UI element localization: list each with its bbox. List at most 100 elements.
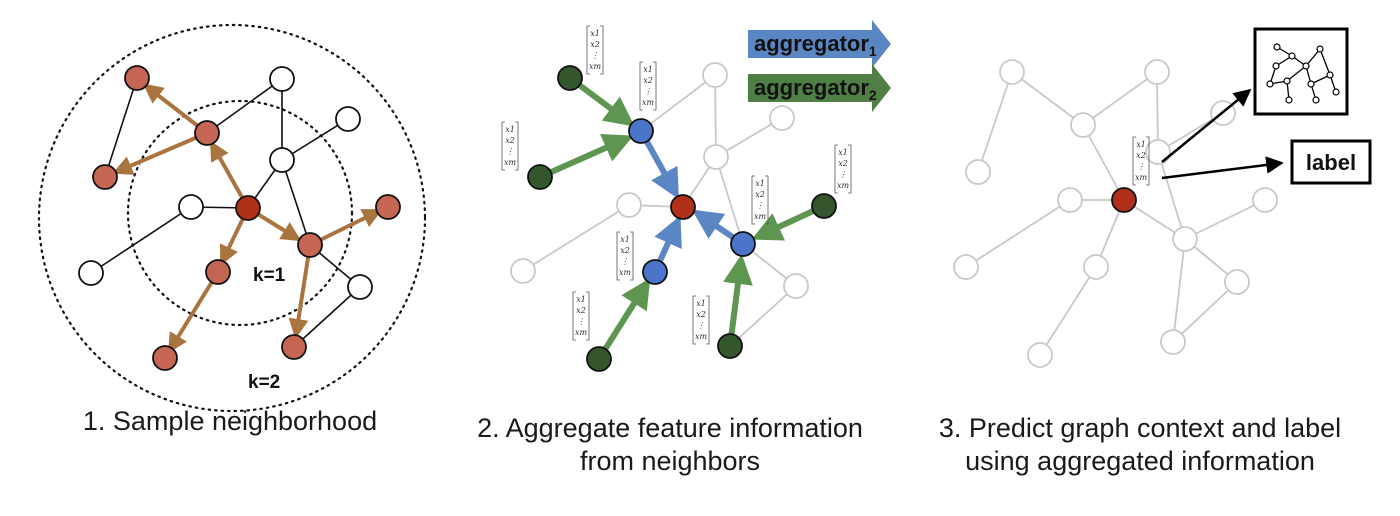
caption-line: 1. Sample neighborhood [82, 406, 378, 436]
target-node [670, 194, 696, 220]
vector-entry: ⋮ [577, 317, 585, 326]
output-label: label [1306, 150, 1356, 175]
sampled-node [375, 194, 401, 220]
caption-line: 3. Predict graph context and label [938, 413, 1342, 443]
vector-entry: x1 [590, 29, 600, 38]
caption-step-2: 2. Aggregate feature information from ne… [445, 412, 895, 478]
vector-entry: x2 [590, 40, 600, 49]
k2-boundary [37, 23, 427, 413]
vector-bracket [1132, 136, 1150, 186]
faded-node [769, 105, 795, 131]
vector-entry: x2 [1136, 151, 1146, 160]
vector-entry: ⋮ [506, 147, 514, 156]
aggregator-1-legend: aggregator1 [748, 20, 891, 68]
caption-line: using aggregated information [965, 446, 1315, 476]
caption-line: 2. Aggregate feature information [477, 413, 863, 443]
faded-node [703, 144, 729, 170]
leaf-node [811, 193, 837, 219]
faded-node [1252, 187, 1278, 213]
vector-entry: ⋮ [839, 170, 847, 179]
vector-entry: x1 [838, 148, 848, 157]
faded-node [616, 192, 642, 218]
vector-entry: ⋮ [644, 87, 652, 96]
vector-entry: ⋮ [621, 257, 629, 266]
vector-entry: xm [575, 328, 588, 337]
faded-node [1083, 254, 1109, 280]
graph-context-arrow [1161, 88, 1252, 163]
faded-node [510, 258, 536, 284]
sampled-node [281, 334, 307, 360]
panel-1-sample-neighborhood: k=1 k=2 [37, 23, 427, 413]
aggregator-1-label: aggregator [754, 31, 869, 56]
leaf-node [717, 333, 743, 359]
panel-1-edges [90, 77, 361, 348]
faded-node [1144, 59, 1170, 85]
leaf-node [527, 164, 553, 190]
faded-node [1057, 187, 1083, 213]
faded-node [1027, 342, 1053, 368]
mini-graph-nodes [1266, 43, 1340, 104]
sampled-node [194, 120, 220, 146]
leaf-node [586, 346, 612, 372]
leaf-node [557, 65, 583, 91]
vector-bracket [692, 295, 710, 345]
faded-node [1145, 139, 1171, 165]
vector-entry: xm [1135, 173, 1148, 182]
vector-entry: xm [837, 181, 850, 190]
panel-1-nodes [78, 65, 401, 371]
vector-bracket [834, 144, 852, 194]
vector-entry: x1 [643, 65, 653, 74]
faded-node [1160, 329, 1186, 355]
vector-entry: x1 [620, 235, 630, 244]
vector-entry: xm [642, 98, 655, 107]
vector-entry: xm [695, 332, 708, 341]
aggregator-1-arrow [748, 20, 891, 68]
vector-bracket [751, 175, 769, 225]
feature-vector: x1 x2 ⋮ xm [501, 121, 519, 171]
graph-node [335, 106, 361, 132]
vector-entry: x2 [620, 246, 630, 255]
aggregator-2-legend: aggregator2 [748, 64, 891, 112]
vector-entry: x2 [505, 136, 515, 145]
sampled-node [205, 259, 231, 285]
vector-entry: x2 [755, 190, 765, 199]
k1-boundary [126, 99, 354, 327]
aggregated-node [628, 118, 654, 144]
vector-bracket [639, 61, 657, 111]
vector-entry: xm [504, 158, 517, 167]
aggregator-2-subscript: 2 [869, 87, 877, 103]
vector-entry: x1 [696, 299, 706, 308]
faded-node [1224, 269, 1250, 295]
vector-entry: x1 [755, 179, 765, 188]
sampled-node [92, 164, 118, 190]
aggregator-2-arrow [748, 64, 891, 112]
caption-line: from neighbors [579, 446, 761, 476]
aggregator-2-label: aggregator [754, 75, 869, 100]
vector-entry: xm [619, 268, 632, 277]
feature-vector: x1 x2 ⋮ xm [616, 231, 634, 281]
caption-step-3: 3. Predict graph context and label using… [900, 412, 1380, 478]
caption-step-1: 1. Sample neighborhood [40, 405, 420, 438]
k1-label: k=1 [253, 265, 286, 286]
graph-node [269, 147, 295, 173]
vector-entry: x1 [505, 125, 515, 134]
vector-entry: x2 [643, 76, 653, 85]
faded-node [953, 254, 979, 280]
vector-bracket [586, 25, 604, 75]
faded-node [999, 59, 1025, 85]
vector-entry: ⋮ [756, 201, 764, 210]
vector-bracket [572, 291, 590, 341]
k2-label: k=2 [248, 372, 280, 393]
panel-3-nodes [953, 59, 1278, 368]
aggregated-node [642, 259, 668, 285]
vector-entry: ⋮ [591, 51, 599, 60]
vector-entry: x1 [1136, 140, 1146, 149]
graph-context-box [1253, 27, 1349, 116]
